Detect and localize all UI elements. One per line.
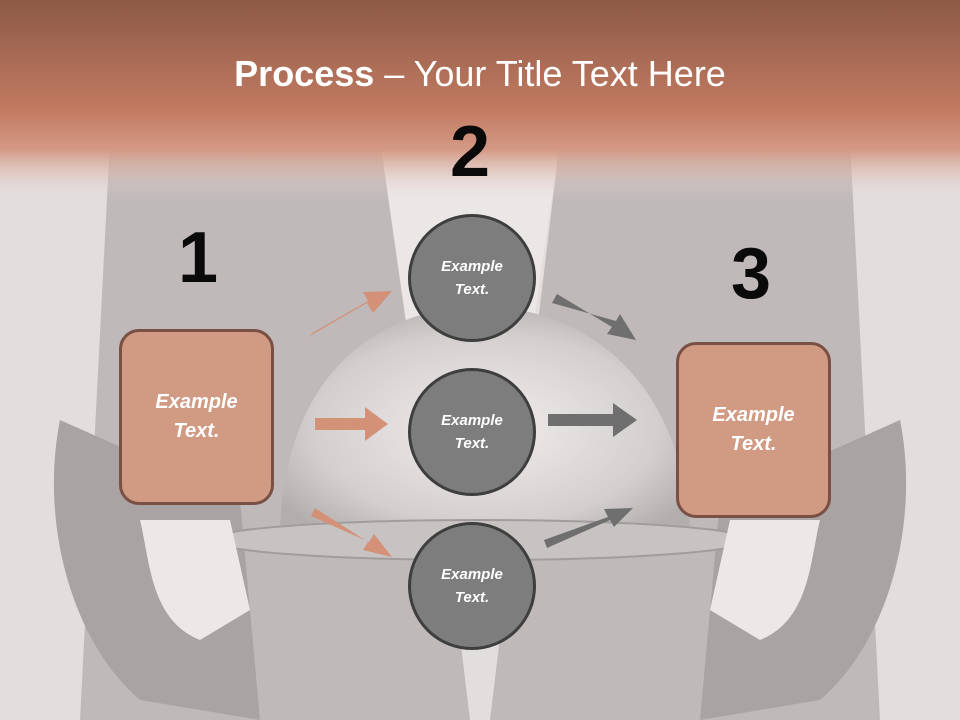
circle-top-line1: Example: [441, 258, 503, 275]
arrow-middle-to-step3: [548, 403, 637, 437]
step-number-1: 1: [178, 218, 219, 298]
step-1-text-line2: Text.: [173, 420, 220, 442]
arrow-bottom-to-step3: [544, 508, 633, 548]
circle-top-line2: Text.: [454, 281, 490, 298]
step-3-text-line2: Text.: [730, 433, 777, 455]
circle-bottom-line2: Text.: [454, 589, 490, 606]
circle-middle-line2: Text.: [454, 435, 490, 452]
step-number-2: 2: [450, 112, 491, 192]
title-rest: – Your Title Text Here: [374, 53, 726, 94]
arrow-top-to-step3: [552, 294, 636, 340]
title-bold: Process: [234, 53, 375, 94]
arrow-step1-to-bottom: [311, 508, 392, 557]
circle-middle-line1: Example: [441, 412, 503, 429]
step-3-text-line1: Example: [712, 404, 795, 426]
circle-bottom-line1: Example: [441, 566, 503, 583]
step-number-3: 3: [731, 234, 772, 314]
arrow-step1-to-middle: [315, 407, 388, 441]
arrow-step1-to-top: [308, 291, 392, 337]
step-1-text-line1: Example: [155, 391, 238, 413]
slide-title: Process – Your Title Text Here: [0, 52, 960, 96]
